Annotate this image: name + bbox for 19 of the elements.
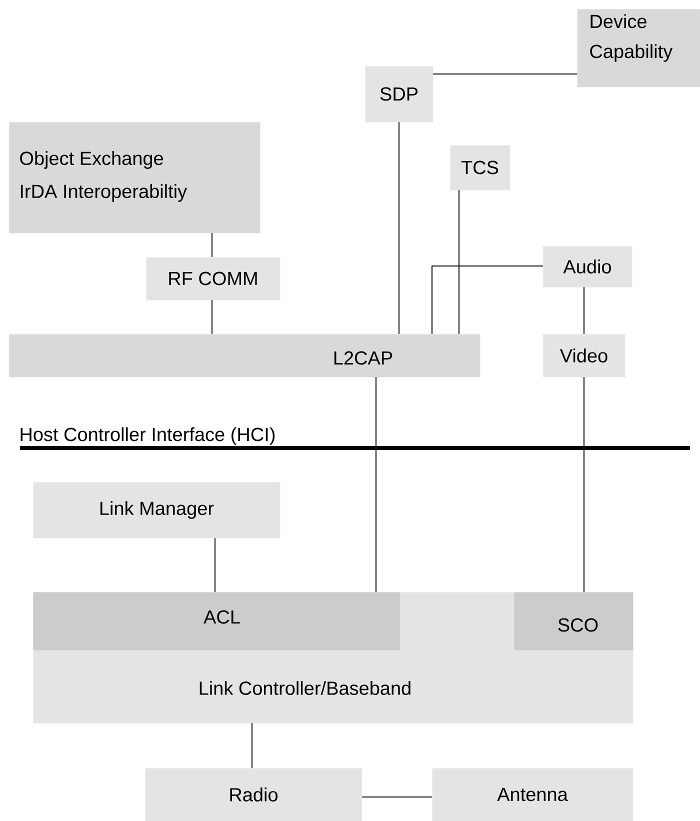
connector-line	[458, 190, 460, 334]
protocol-box: Radio	[145, 768, 362, 821]
protocol-box: RF COMM	[146, 257, 280, 300]
link-box: ACL	[33, 592, 400, 650]
link-box: SCO	[514, 592, 634, 650]
protocol-box: TCS	[450, 145, 510, 190]
text-box: Device Capability	[577, 9, 700, 88]
protocol-box: Audio	[543, 246, 632, 288]
protocol-box: Link Manager	[33, 482, 280, 538]
connector-line	[214, 538, 216, 592]
connector-line	[432, 266, 544, 334]
protocol-box: Antenna	[432, 768, 634, 821]
protocol-box: Video	[543, 334, 626, 378]
interface-label: Host Controller Interface (HCI)	[20, 427, 275, 445]
protocol-box: SDP	[365, 66, 434, 122]
text-box: Object Exchange IrDA Interoperabiltiy	[9, 122, 260, 234]
connector-line	[398, 122, 400, 334]
protocol-bar: L2CAP	[9, 334, 480, 378]
connector-line	[362, 796, 432, 798]
